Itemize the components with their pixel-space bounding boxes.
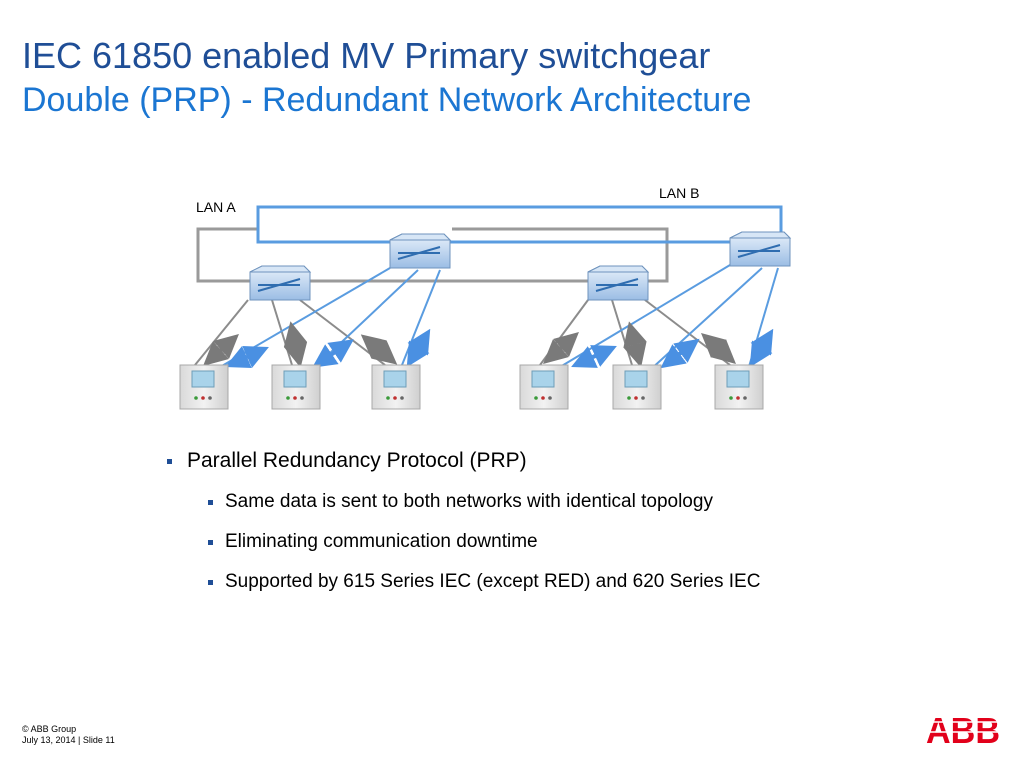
switch-lan-b-2: [729, 231, 792, 267]
ied-relay-2: [271, 364, 321, 410]
lan-a-ring: [196, 227, 669, 283]
bullet-sub: Eliminating communication downtime: [165, 528, 760, 556]
abb-logo-text: ABB: [926, 712, 1000, 746]
bullet-sub-text: Eliminating communication downtime: [225, 531, 538, 552]
bullet-main-text: Parallel Redundancy Protocol (PRP): [187, 449, 527, 472]
slide-subtitle: Double (PRP) - Redundant Network Archite…: [22, 81, 752, 119]
lan-a-label: LAN A: [196, 199, 236, 215]
bullet-list: Parallel Redundancy Protocol (PRP) Same …: [165, 446, 760, 596]
bullet-main: Parallel Redundancy Protocol (PRP): [165, 446, 760, 476]
footer-copyright: © ABB Group: [22, 724, 77, 734]
switch-lan-b-1: [389, 233, 452, 269]
ied-relay-1: [179, 364, 229, 410]
bullet-marker: [208, 540, 213, 545]
footer-date-slide: July 13, 2014 | Slide 11: [22, 735, 115, 745]
footer: © ABB Group July 13, 2014 | Slide 11: [22, 724, 115, 746]
abb-logo: ABB: [926, 712, 1002, 746]
lan-b-ring: [256, 205, 783, 244]
bullet-marker: [208, 580, 213, 585]
switch-lan-a-1: [249, 265, 312, 301]
ied-relay-6: [714, 364, 764, 410]
lan-a-links: [194, 299, 731, 366]
network-diagram: LAN A LAN B: [179, 185, 792, 410]
bullet-sub-text: Same data is sent to both networks with …: [225, 491, 713, 512]
ied-relay-4: [519, 364, 569, 410]
switch-lan-a-2: [587, 265, 650, 301]
ied-relay-5: [612, 364, 662, 410]
bullet-sub: Same data is sent to both networks with …: [165, 488, 760, 516]
bullet-sub-text: Supported by 615 Series IEC (except RED)…: [225, 571, 761, 592]
slide-title: IEC 61850 enabled MV Primary switchgear: [22, 35, 711, 76]
lan-b-label: LAN B: [659, 185, 699, 201]
bullet-sub: Supported by 615 Series IEC (except RED)…: [165, 568, 760, 596]
bullet-marker: [167, 459, 172, 464]
ied-relay-3: [371, 364, 421, 410]
bullet-marker: [208, 500, 213, 505]
data-flow-arrows: [203, 321, 774, 369]
